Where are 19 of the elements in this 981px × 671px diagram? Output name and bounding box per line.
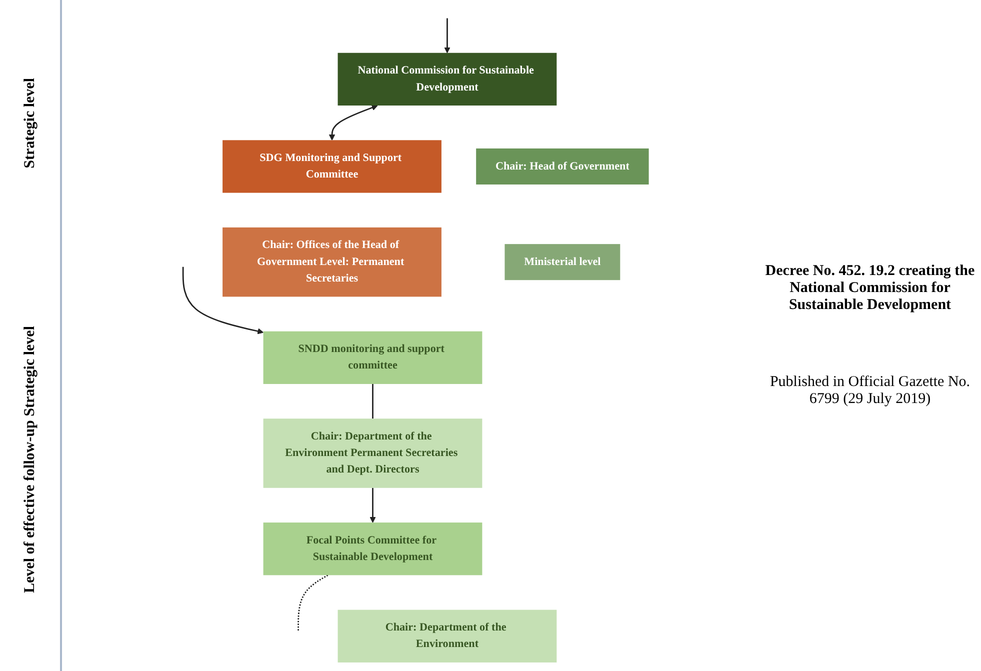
level-label: Level of effective follow-up Strategic level [22,326,38,593]
arrow [328,104,378,140]
connector [298,574,328,632]
node-box: SDG Monitoring and Support Committee [222,140,442,193]
arrow [182,266,264,334]
node-box: Chair: Head of Government [476,148,649,184]
publication-note: Published in Official Gazette No. 6799 (29 July 2019) [768,374,972,408]
node-box: National Commission for Sustainable Development [338,52,557,106]
node-box: SNDD monitoring and support committee [263,331,482,384]
arrow [370,488,376,523]
decree-note: Decree No. 452. 19.2 creating the National Commission for Sustainable Development [765,263,975,314]
node-box: Chair: Department of the Environment [338,610,557,662]
node-box: Ministerial level [504,244,620,280]
node-box: Focal Points Committee for Sustainable Development [263,522,482,576]
arrow [444,18,450,54]
node-box: Chair: Offices of the Head of Government Level: Permanent Secretaries [222,227,442,297]
node-box: Chair: Department of the Environment Permanent Secretaries and Dept. Directors [263,418,482,488]
connector [372,384,374,419]
level-label: Strategic level [22,78,38,169]
